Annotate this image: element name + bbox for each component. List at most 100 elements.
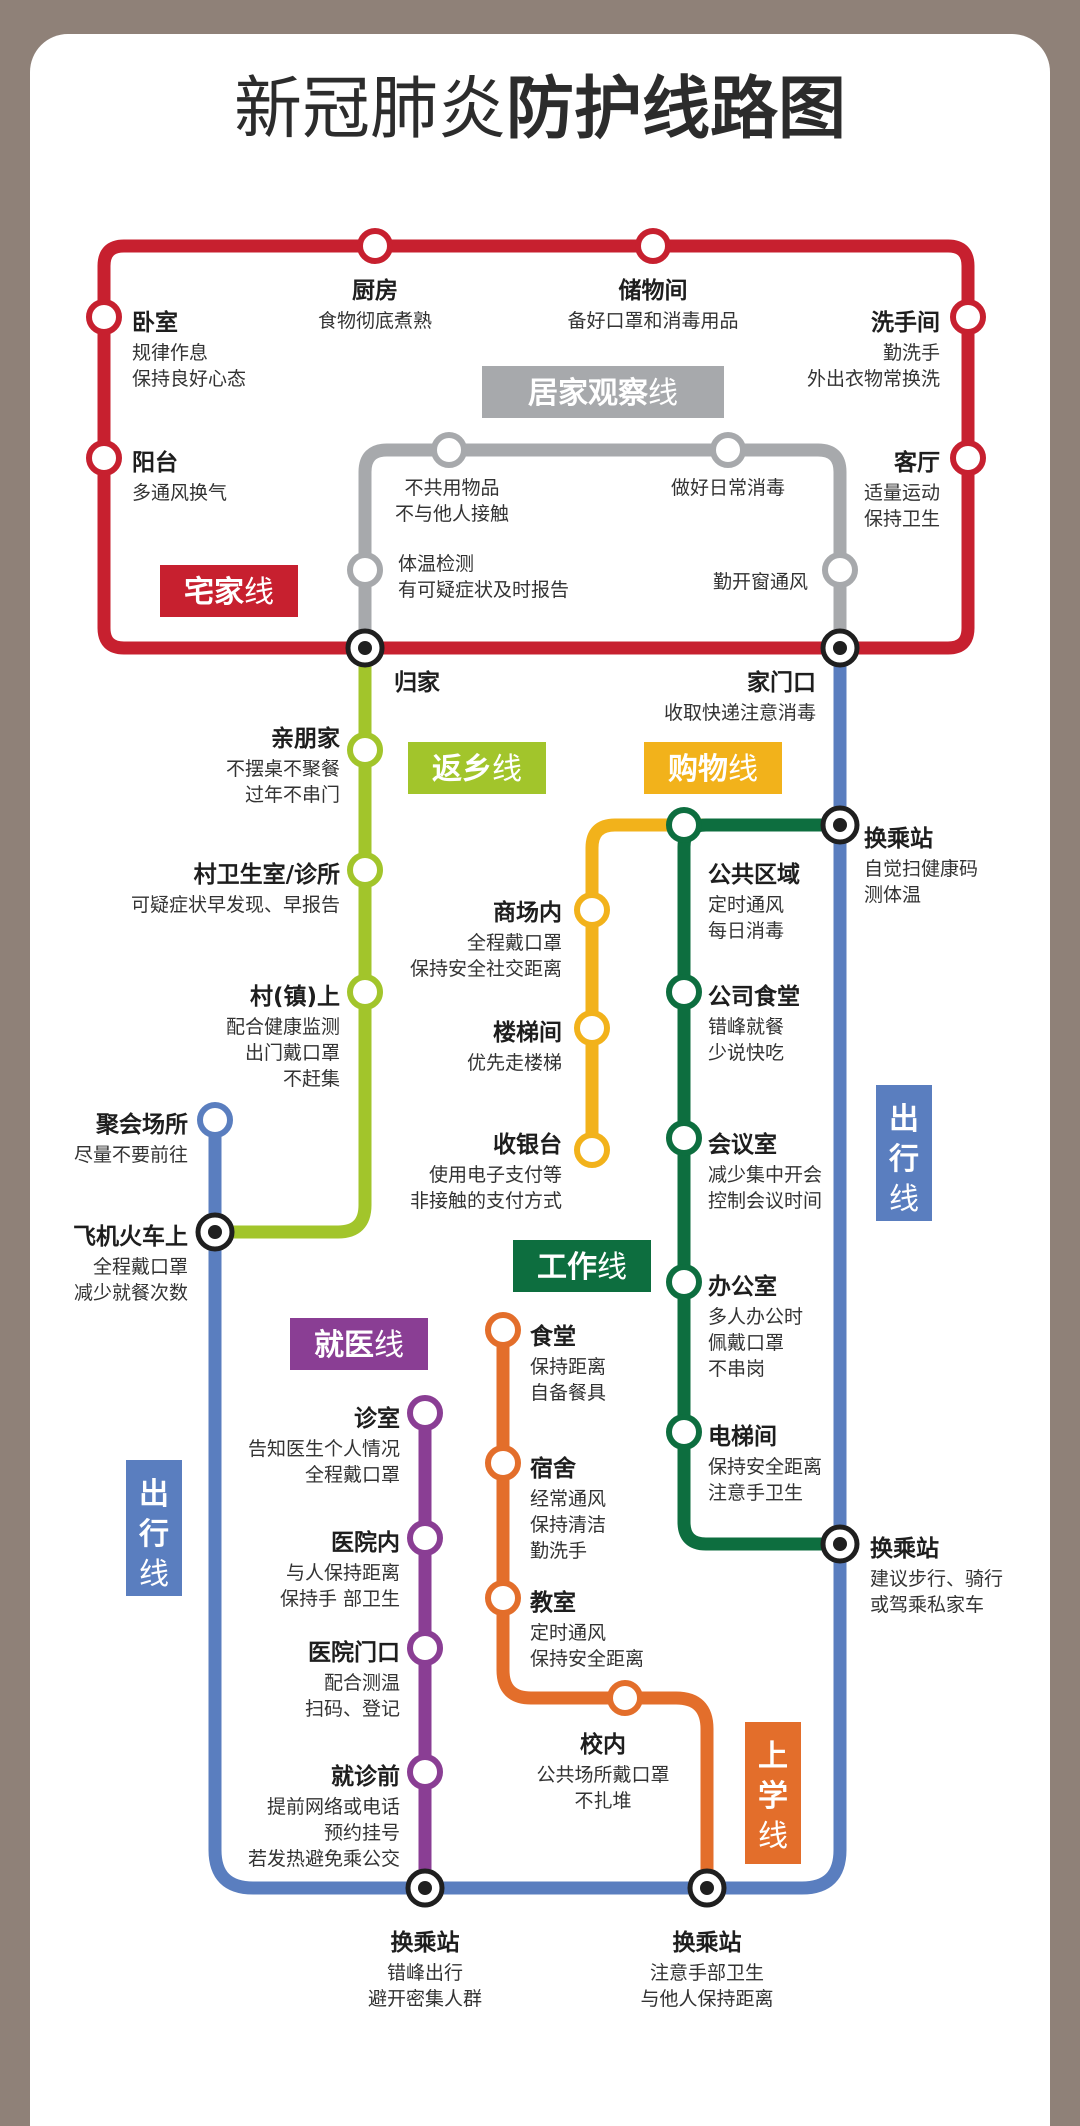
station-note: 保持良好心态 (132, 368, 246, 390)
station-name: 村卫生室/诊所 (194, 861, 340, 888)
line-tag-medical: 就医线 (290, 1318, 428, 1370)
station-name: 诊室 (354, 1405, 400, 1432)
station-dot (347, 852, 383, 888)
station-note: 保持安全距离 (708, 1456, 822, 1478)
station-name: 教室 (530, 1589, 576, 1616)
transfer-hub-core (833, 818, 847, 832)
station-name: 电梯间 (708, 1423, 777, 1450)
station-note: 若发热避免乘公交 (248, 1848, 400, 1870)
station-name: 家门口 (747, 669, 816, 696)
line-tag-school: 上学线 (745, 1722, 801, 1864)
station-name: 商场内 (493, 899, 562, 926)
station-note: 配合健康监测 (226, 1016, 340, 1038)
station-note: 不扎堆 (574, 1790, 631, 1812)
line-tag-bg (290, 1318, 428, 1370)
station-note: 佩戴口罩 (708, 1332, 784, 1354)
station-return: 归家 (345, 628, 440, 696)
station-name: 医院门口 (308, 1639, 400, 1666)
station-dot (347, 974, 383, 1010)
station-dot (86, 440, 122, 476)
station-name: 换乘站 (391, 1929, 460, 1956)
station-dot (407, 1754, 443, 1790)
transfer-hub-core (833, 641, 847, 655)
station-note: 每日消毒 (708, 920, 784, 942)
station-name: 换乘站 (870, 1535, 939, 1562)
route-school (496, 1323, 714, 1895)
station-note: 与他人保持距离 (640, 1988, 773, 2010)
station-note: 定时通风 (530, 1622, 606, 1644)
route-observe (358, 443, 847, 652)
station-note: 多人办公时 (708, 1306, 803, 1328)
station-note: 不串岗 (708, 1358, 765, 1380)
station-note: 错峰就餐 (708, 1016, 784, 1038)
line-tag-bg (160, 565, 298, 617)
station-note: 勤开窗通风 (713, 571, 808, 593)
route-travel (208, 643, 847, 1895)
station-note: 或驾乘私家车 (870, 1594, 984, 1616)
page-title-bold: 防护线路图 (506, 70, 846, 149)
station-note: 建议步行、骑行 (870, 1568, 1003, 1590)
line-tag-travel: 出行线 (126, 1460, 182, 1596)
station-note: 全程戴口罩 (467, 932, 562, 954)
station-observe: 勤开窗通风 (713, 552, 858, 593)
station-note: 有可疑症状及时报告 (398, 579, 569, 601)
station-note: 规律作息 (132, 342, 208, 364)
station-name: 收银台 (493, 1131, 562, 1158)
station-name: 洗手间 (871, 310, 940, 336)
station-dot (86, 299, 122, 335)
transfer-hub-core (700, 1881, 714, 1895)
station-name: 办公室 (708, 1273, 777, 1300)
line-tag-return: 返乡线 (408, 742, 546, 794)
station-note: 食物彻底煮熟 (318, 310, 432, 332)
page-title: 新冠肺炎防护线路图 (234, 70, 846, 149)
station-note: 定时通风 (708, 894, 784, 916)
station-dot (197, 1102, 233, 1138)
station-dot (347, 552, 383, 588)
station-note: 可疑症状早发现、早报告 (131, 894, 340, 916)
station-note: 外出衣物常换洗 (807, 368, 940, 390)
station-note: 保持安全距离 (530, 1648, 644, 1670)
page-title-thin: 新冠肺炎 (234, 70, 506, 149)
transfer-hub-core (418, 1881, 432, 1895)
station-note: 出门戴口罩 (245, 1042, 340, 1064)
transfer-hub-core (833, 1537, 847, 1551)
station-note: 自觉扫健康码 (864, 858, 978, 880)
station-dot (485, 1312, 521, 1348)
line-tag-bg (745, 1722, 801, 1864)
line-tag-label: 居家观察线 (528, 376, 678, 411)
line-tag-label: 购物线 (668, 752, 758, 787)
station-dot (666, 1120, 702, 1156)
station-note: 适量运动 (864, 482, 940, 504)
line-tag-bg (513, 1240, 651, 1292)
station-note: 备好口罩和消毒用品 (567, 310, 738, 332)
station-dot (666, 974, 702, 1010)
station-name: 食堂 (530, 1323, 576, 1350)
line-tag-bg (126, 1460, 182, 1596)
station-name: 归家 (394, 669, 440, 696)
station-note: 错峰出行 (387, 1962, 463, 1984)
station-note: 注意手部卫生 (650, 1962, 764, 1984)
line-tag-bg (644, 742, 782, 794)
station-dot (666, 1414, 702, 1450)
station-name: 阳台 (132, 449, 178, 476)
transfer-hub-core (208, 1225, 222, 1239)
station-name: 客厅 (894, 449, 940, 476)
station-dot (407, 1630, 443, 1666)
station-dot (574, 892, 610, 928)
station-note: 不共用物品 (404, 477, 499, 499)
